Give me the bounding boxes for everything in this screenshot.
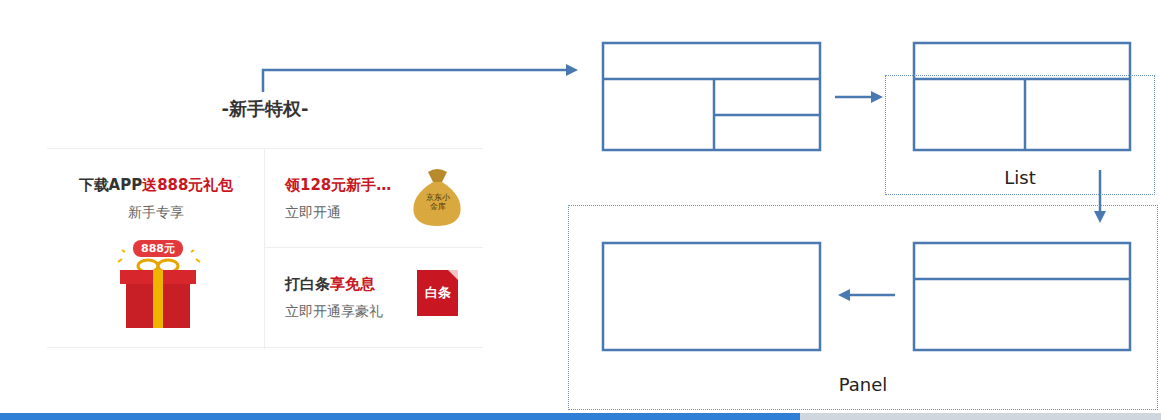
icon-text: 白条 (417, 284, 458, 301)
region-label: List (1004, 167, 1035, 188)
wireframe-divider (914, 278, 1130, 281)
arrow-head (871, 91, 883, 103)
text-line: 下载APP送888元礼包 (47, 175, 265, 195)
gift-tag (133, 240, 183, 257)
flow-arrow-line (263, 70, 568, 92)
price-tag: 888元 (133, 241, 183, 256)
bag-body (413, 182, 460, 226)
wireframe-box (914, 43, 1130, 150)
bag-icon (413, 169, 460, 226)
progress-track (800, 413, 1161, 420)
flow-arrow-line (835, 96, 874, 99)
icon-text: 京东小金库 (422, 194, 453, 212)
cell-text: 下载APP (79, 176, 143, 194)
section-heading: -新手特权- (222, 98, 309, 119)
list-region: List (885, 75, 1155, 195)
text-line: 立即开通 (285, 202, 341, 222)
feature-card: -新手特权-下载APP送888元礼包新手专享领128元新手…立即开通打白条享免息… (47, 148, 483, 348)
wireframe-box (914, 243, 1130, 350)
card-cell: 领128元新手… 立即开通 (265, 149, 483, 247)
cell-text: 送888元礼包 (142, 176, 233, 194)
progress-bar (0, 413, 800, 420)
gift-icon (118, 240, 200, 328)
cell-text: 立即开通 (285, 204, 341, 220)
panel-region: Panel (568, 205, 1158, 410)
text-line: Panel (569, 374, 1157, 396)
flow-arrow-line (848, 294, 895, 297)
wireframe-divider (1024, 79, 1027, 150)
wireframe-box (603, 43, 820, 150)
arrow-head (838, 289, 850, 301)
cell-text: 领128元新手… (285, 176, 391, 194)
text-line: 领128元新手… (285, 175, 391, 195)
cell-text: 立即开通享豪礼 (285, 303, 383, 319)
wireframe-divider (603, 78, 820, 81)
arrow-head (566, 64, 578, 76)
text-line: 立即开通享豪礼 (285, 301, 383, 321)
text-line: List (886, 167, 1154, 189)
text-line: 新手专享 (47, 202, 265, 222)
wireframe-box (603, 243, 820, 350)
baitiao-fold (448, 270, 458, 280)
baitiao-card (417, 270, 458, 316)
cell-text: 新手专享 (128, 204, 184, 220)
text-line: 打白条享免息 (285, 274, 375, 294)
region-label: Panel (839, 374, 888, 395)
wireframe-divider (714, 114, 820, 117)
cell-text: 打白条 (285, 275, 330, 293)
wireframe-divider (914, 78, 1130, 81)
text-line: -新手特权- (47, 97, 483, 121)
arrow-head (1094, 211, 1106, 223)
bag-neck (428, 169, 447, 183)
gift-ribbon (153, 270, 163, 328)
cell-text: 享免息 (330, 275, 375, 293)
baitiao-icon (417, 270, 458, 316)
